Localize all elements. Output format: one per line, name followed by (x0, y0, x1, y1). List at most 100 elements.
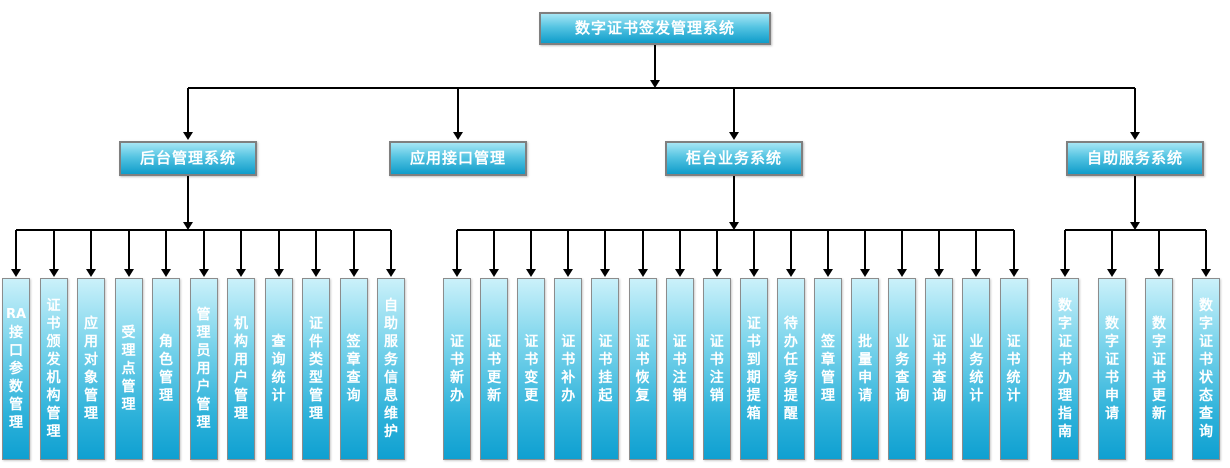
leaf-node: 批量申请 (851, 278, 880, 460)
arrowhead-down-icon (711, 269, 722, 277)
arrowhead-down-icon (11, 269, 21, 277)
leaf-node-label: 证书统计 (1006, 334, 1021, 404)
connector-line (604, 230, 607, 271)
connector-line (90, 230, 92, 271)
arrowhead-down-icon (1154, 269, 1164, 277)
leaf-node-label: 业务查询 (895, 334, 910, 404)
connector-line (457, 88, 459, 135)
leaf-node: 查询统计 (264, 278, 293, 460)
arrowhead-down-icon (1201, 269, 1211, 277)
connector-line (938, 230, 941, 271)
leaf-node: 数字证书申请 (1098, 278, 1126, 460)
leaf-node-label: 证件类型管理 (309, 316, 323, 422)
connector-line (678, 230, 681, 271)
connector-line (493, 230, 496, 271)
leaf-node-label: 管理员用户管理 (196, 307, 211, 431)
connector-line (530, 230, 533, 271)
connector-line (390, 230, 392, 271)
arrowhead-down-icon (526, 269, 537, 277)
connector-line (733, 88, 735, 135)
connector-line (1111, 230, 1113, 271)
arrowhead-down-icon (348, 269, 359, 277)
connector-line (352, 230, 355, 271)
connector-line (315, 230, 317, 271)
leaf-node-label: 签章管理 (821, 334, 835, 404)
arrowhead-down-icon (650, 80, 660, 88)
leaf-node-label: 自助服务信息维护 (384, 298, 398, 440)
leaf-node-label: 角色管理 (159, 334, 173, 404)
arrowhead-down-icon (785, 269, 796, 277)
leaf-node-label: 证书颁发机构管理 (46, 298, 61, 440)
arrowhead-down-icon (971, 269, 982, 277)
leaf-node-label: 证书新办 (450, 334, 464, 404)
arrowhead-down-icon (563, 269, 574, 277)
leaf-node-label: 证书到期提箱 (746, 316, 761, 422)
leaf-node: 签章管理 (814, 278, 842, 460)
connector-line (277, 230, 280, 271)
arrowhead-down-icon (860, 269, 871, 277)
branch-node-label: 后台管理系统 (139, 149, 236, 167)
leaf-node: 业务查询 (888, 278, 917, 460)
connector-line (1134, 176, 1136, 224)
branch-node-3: 自助服务系统 (1066, 141, 1204, 176)
leaf-node: 证书注销 (665, 278, 694, 460)
arrowhead-down-icon (86, 269, 96, 277)
connector-rail (457, 229, 1014, 231)
connector-line (187, 88, 189, 135)
leaf-node-label: 证书补办 (561, 334, 576, 404)
arrowhead-down-icon (748, 269, 759, 277)
leaf-node: 证书补办 (554, 278, 583, 460)
leaf-node: 证书新办 (443, 278, 471, 460)
leaf-node: 证书颁发机构管理 (39, 278, 68, 460)
leaf-node-label: 业务统计 (969, 334, 984, 404)
connector-line (240, 230, 242, 271)
arrowhead-down-icon (452, 269, 462, 277)
connector-line (165, 230, 167, 271)
leaf-node: 机构用户管理 (227, 278, 255, 460)
connector-line (456, 230, 458, 271)
leaf-node-label: 数字证书状态查询 (1199, 298, 1213, 440)
branch-node-1: 应用接口管理 (389, 141, 527, 176)
arrowhead-down-icon (48, 269, 59, 277)
leaf-node-label: 应用对象管理 (84, 316, 98, 422)
connector-line (733, 176, 735, 224)
leaf-node-label: 机构用户管理 (234, 316, 248, 422)
leaf-node: 数字证书状态查询 (1192, 278, 1220, 460)
leaf-node-label: 证书更新 (487, 334, 502, 404)
connector-line (827, 230, 829, 271)
leaf-node: 应用对象管理 (77, 278, 105, 460)
connector-line (789, 230, 792, 271)
connector-rail (188, 87, 1135, 89)
leaf-node-label: 证书恢复 (635, 334, 650, 404)
connector-line (1205, 230, 1207, 271)
leaf-node-label: 证书变更 (524, 334, 539, 404)
arrowhead-down-icon (729, 132, 739, 140)
leaf-node-label: 批量申请 (858, 334, 873, 404)
leaf-node-label: 受理点管理 (121, 325, 136, 413)
leaf-node: 管理员用户管理 (189, 278, 218, 460)
leaf-node-label: 证书注销 (709, 334, 724, 404)
arrowhead-down-icon (183, 222, 193, 230)
arrowhead-down-icon (198, 269, 209, 277)
arrowhead-down-icon (123, 269, 134, 277)
arrowhead-down-icon (674, 269, 685, 277)
branch-node-label: 柜台业务系统 (685, 149, 782, 167)
arrowhead-down-icon (1008, 269, 1019, 277)
arrowhead-down-icon (823, 269, 833, 277)
leaf-node: 受理点管理 (114, 278, 143, 460)
connector-rail (1065, 229, 1206, 231)
leaf-node-label: 数字证书办理指南 (1058, 298, 1072, 440)
leaf-node: 证书注销 (702, 278, 731, 460)
branch-node-2: 柜台业务系统 (665, 141, 803, 176)
connector-line (1158, 230, 1160, 271)
arrowhead-down-icon (1060, 269, 1070, 277)
leaf-node: 证书挂起 (591, 278, 620, 460)
leaf-node: 证书变更 (517, 278, 546, 460)
connector-line (752, 230, 755, 271)
leaf-node-label: 签章查询 (346, 334, 361, 404)
leaf-node-label: 数字证书更新 (1152, 316, 1166, 422)
connector-line (901, 230, 904, 271)
